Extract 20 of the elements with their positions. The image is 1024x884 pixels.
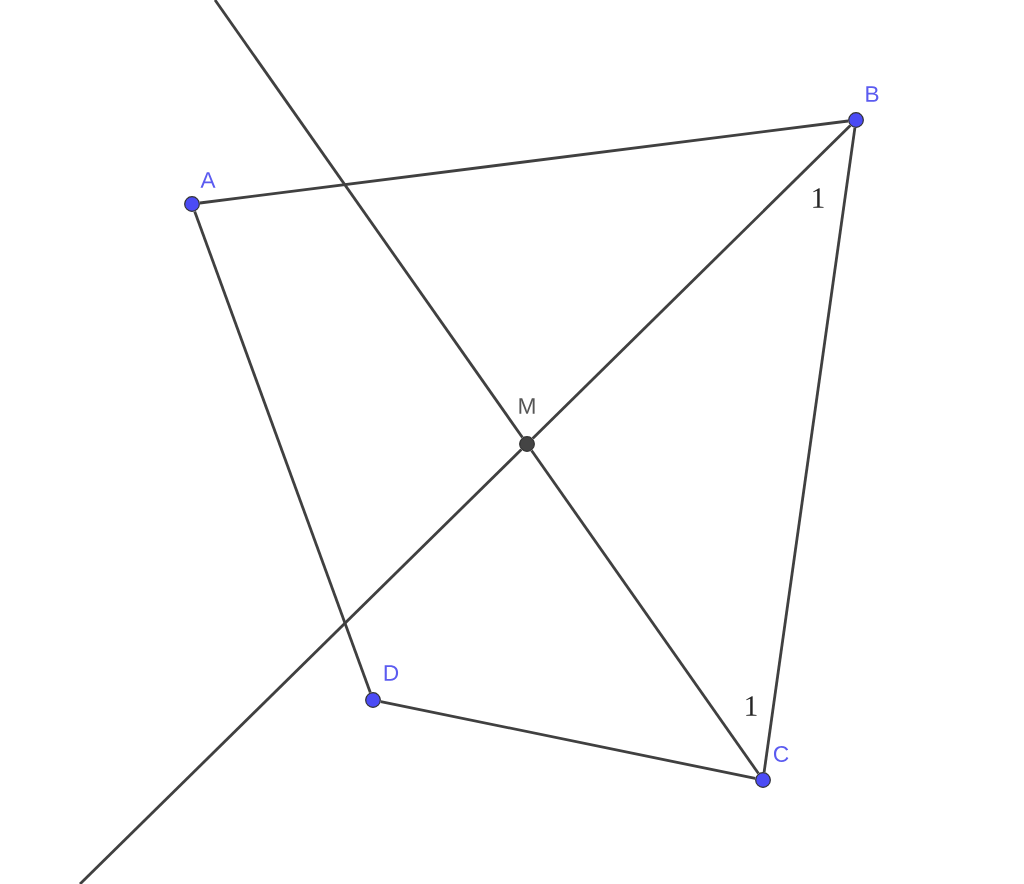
- line-segment: [762, 127, 857, 773]
- node-label: C: [773, 745, 789, 763]
- line-segment: [213, 0, 524, 439]
- line-segment: [531, 124, 852, 440]
- point: B: [848, 86, 879, 128]
- line-segment: [79, 448, 523, 884]
- angle-label: 1: [813, 188, 824, 208]
- point: C: [755, 745, 789, 788]
- line-segment: [380, 700, 756, 780]
- node-label: M: [519, 398, 535, 414]
- angle-label: 1: [746, 696, 757, 716]
- node-label: A: [200, 172, 216, 188]
- line-segment: [193, 210, 372, 694]
- point: A: [184, 172, 216, 212]
- point: D: [365, 665, 399, 708]
- node-label: D: [384, 665, 399, 681]
- node-label: B: [866, 86, 879, 102]
- line-segment: [199, 119, 849, 205]
- point: M: [519, 398, 535, 452]
- line-segment: [530, 449, 760, 775]
